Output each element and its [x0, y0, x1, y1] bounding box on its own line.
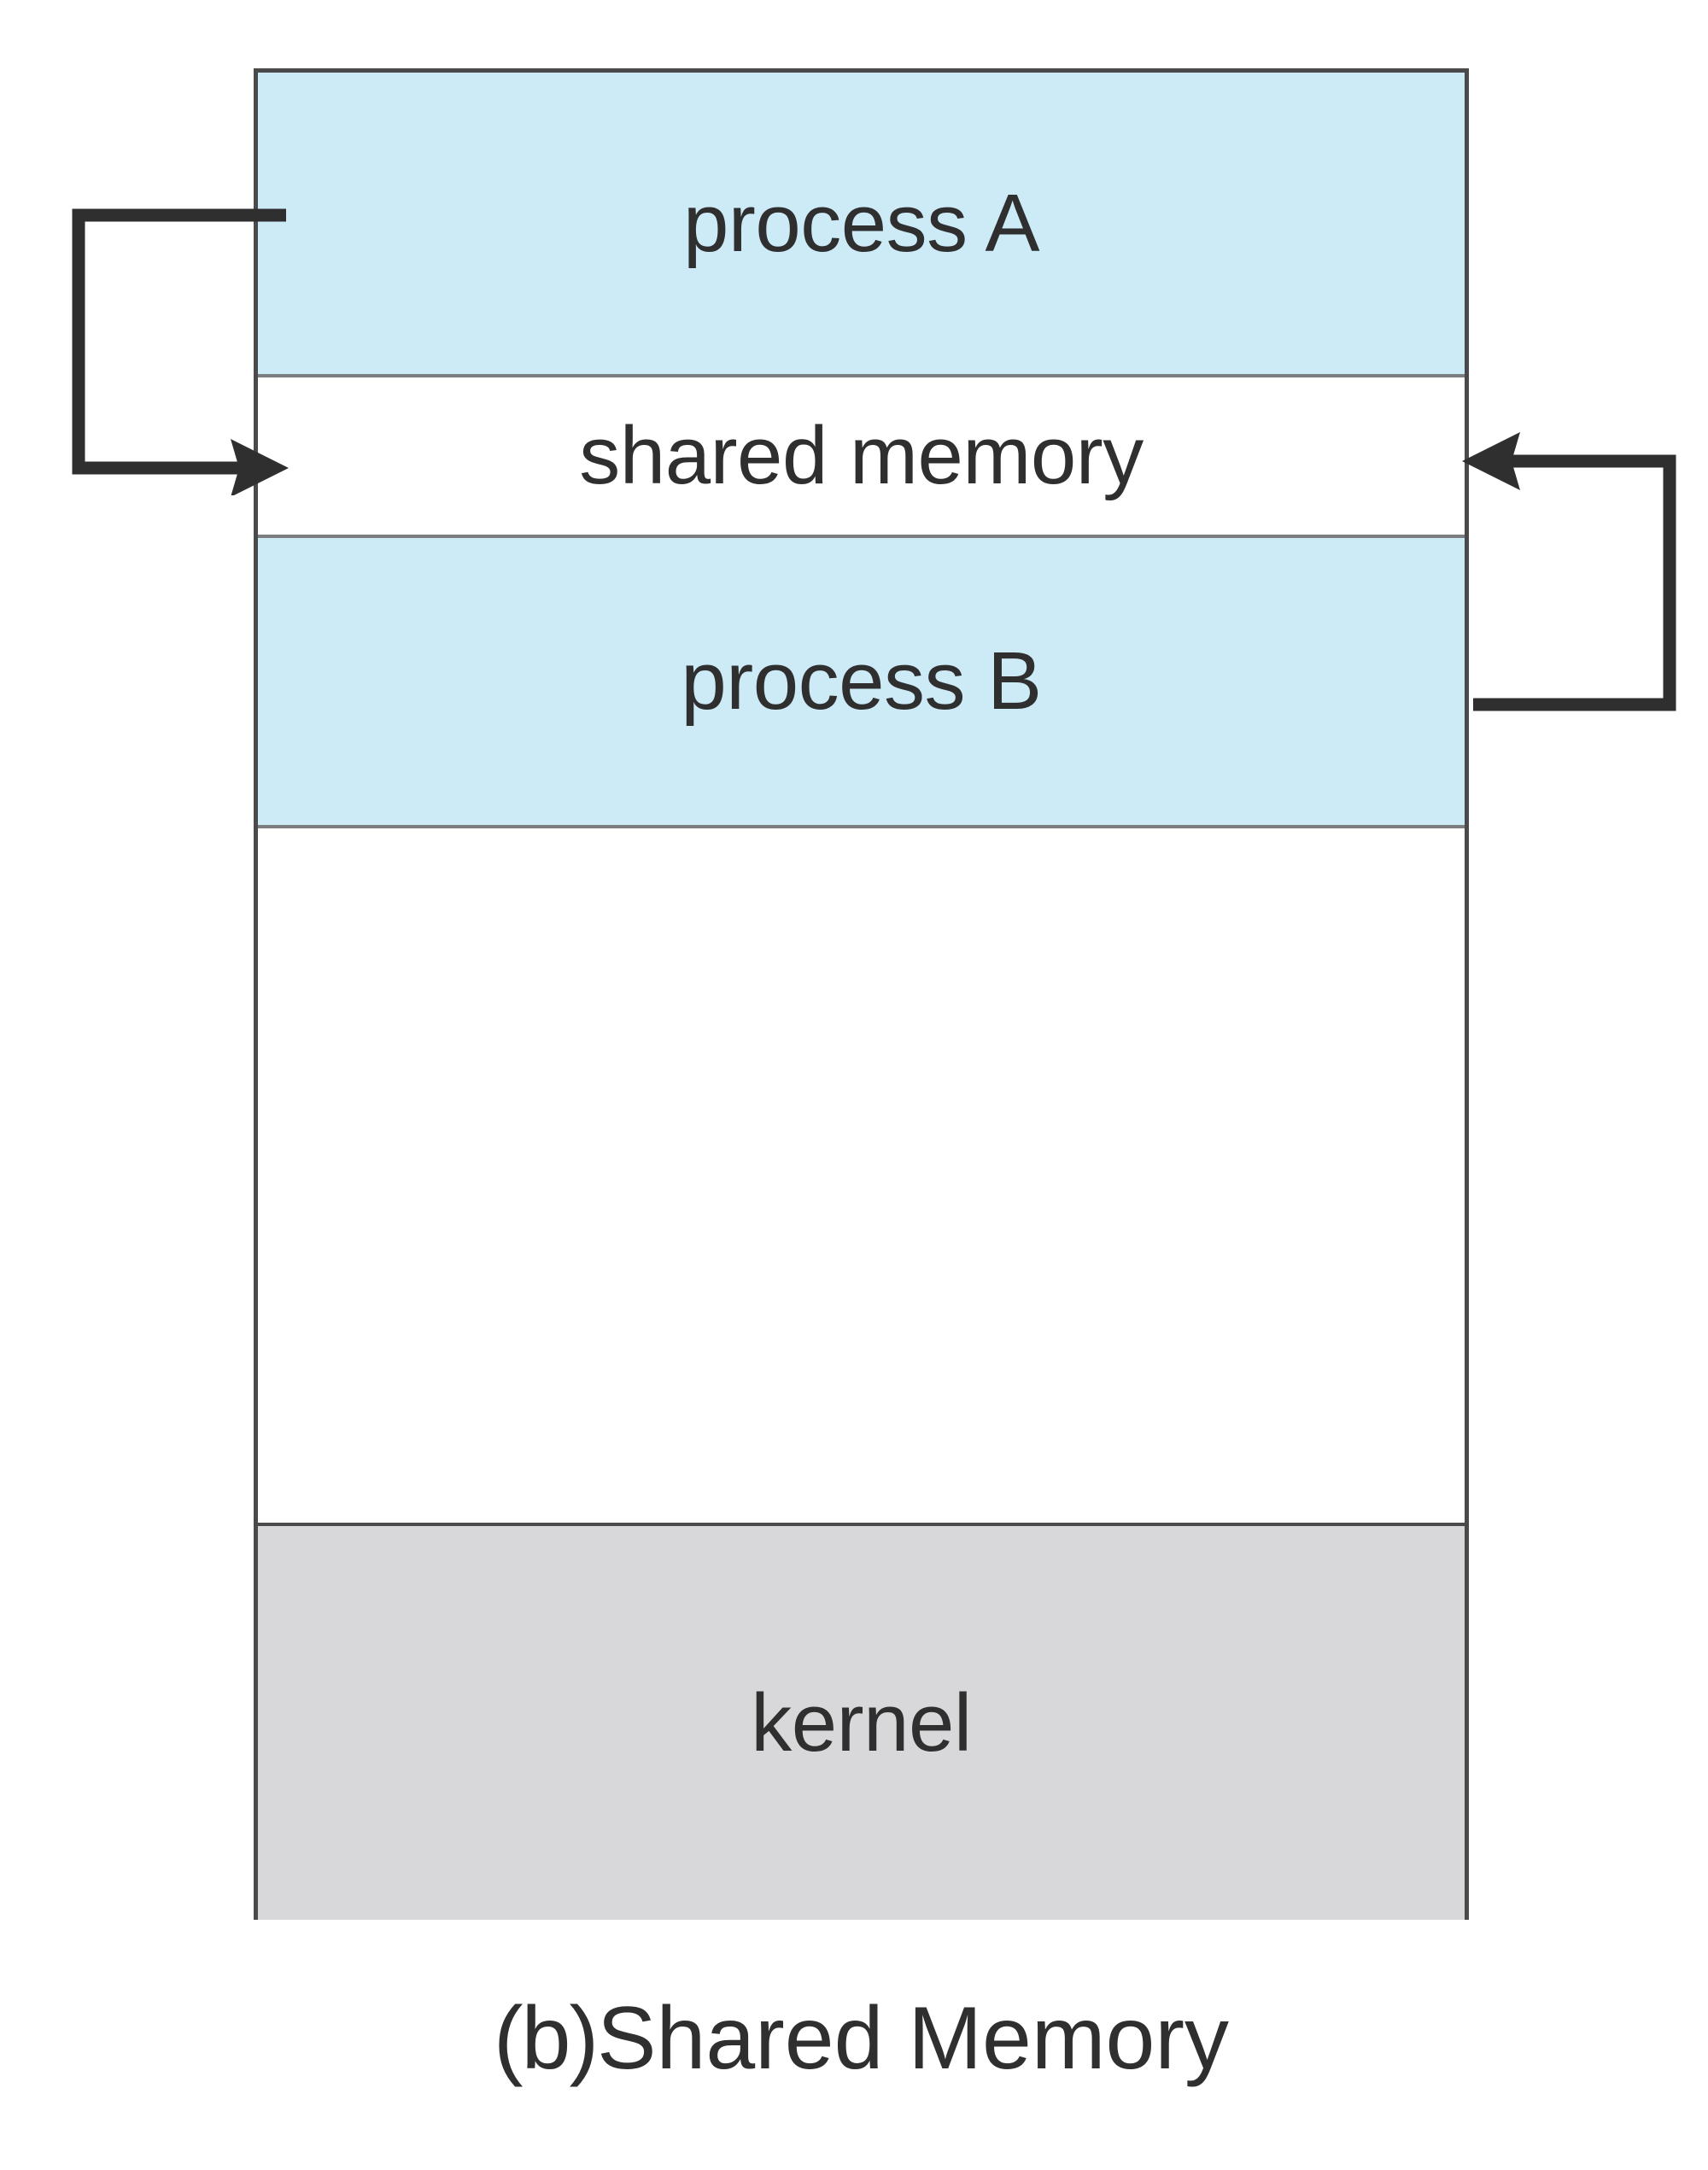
memory-region-process-a-label: process A: [682, 177, 1040, 269]
figure-caption-text: Shared Memory: [597, 1989, 1229, 2088]
figure-caption-index: (b): [494, 1989, 599, 2088]
memory-region-process-a: process A: [258, 68, 1465, 377]
connector-process-b-to-shared-memory: [1462, 432, 1676, 711]
memory-region-shared-memory-label: shared memory: [579, 410, 1144, 501]
connector-right-path: [1473, 454, 1676, 711]
figure-caption: (b)Shared Memory: [254, 1990, 1469, 2087]
memory-region-free-space: [258, 828, 1465, 1526]
memory-column: process A shared memory process B kernel: [254, 68, 1469, 1920]
connector-right-arrowhead-icon: [1462, 432, 1520, 490]
memory-region-kernel: kernel: [258, 1526, 1465, 1920]
memory-region-shared-memory: shared memory: [258, 377, 1465, 538]
memory-region-process-b-label: process B: [681, 635, 1042, 727]
memory-region-kernel-label: kernel: [751, 1676, 972, 1769]
memory-region-process-b: process B: [258, 538, 1465, 828]
